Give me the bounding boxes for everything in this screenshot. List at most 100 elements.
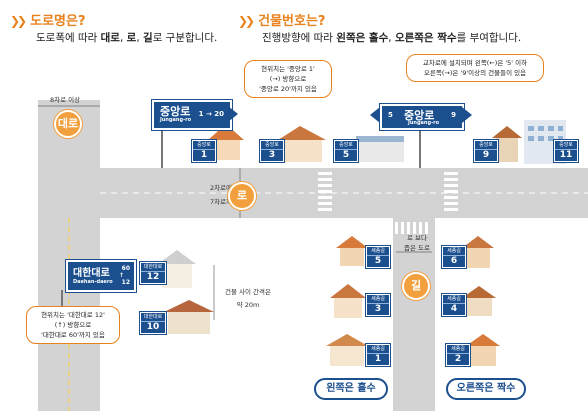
section-right-title: 건물번호는?	[258, 14, 326, 29]
section-left-title: 도로명은?	[30, 14, 86, 29]
plate-road: 중앙로	[555, 141, 577, 150]
desc-text: 로 구분합니다.	[152, 32, 218, 44]
desc-text: 도로폭에 따라	[36, 32, 101, 44]
sign-top-num: 60	[121, 265, 130, 272]
plate-road: 세종길	[443, 247, 465, 256]
label-less-than-ro: 로 보다 좁은 도로	[402, 232, 432, 252]
desc-text: ,	[388, 32, 395, 44]
house-saejong-6	[462, 236, 494, 268]
double-chevron-icon: ❯❯	[238, 14, 255, 28]
plate-num: 2	[454, 354, 462, 364]
sign-name: 중앙로	[404, 109, 435, 122]
plate-num: 11	[559, 150, 573, 160]
bubble-line: 현위치는 '중앙로 1'	[261, 65, 315, 73]
label-left-odd: 왼쪽은 홀수	[314, 378, 388, 400]
plate-road: 대한대로	[141, 313, 165, 322]
crosswalk-2	[444, 172, 458, 211]
section-left-title-wrap: ❯❯도로명은?	[10, 10, 86, 29]
label-line: 약 20m	[236, 301, 260, 309]
sign-daehan: 대한대로 Daehan-daero 60 ↑ 12	[66, 260, 136, 292]
plate-road: 대한대로	[141, 263, 165, 272]
house-saejong-1	[326, 334, 368, 366]
plate-saejong-2: 세종길 2	[446, 344, 470, 366]
sign-jungang-center: 5 중앙로 Jungang-ro 9	[380, 104, 464, 130]
plate-jungang-11: 중앙로 11	[554, 140, 578, 162]
label-two-to-seven: 2차로에서 7차로까지	[186, 182, 238, 206]
sign-name: 대한대로	[73, 268, 110, 279]
plate-saejong-4: 세종길 4	[442, 294, 466, 316]
road-type-daero: 대로	[54, 110, 82, 138]
bubble-bottom-left: 현위치는 '대한대로 12' (↑) 방향으로 '대한대로 60'까지 있음	[26, 306, 120, 344]
plate-num: 5	[374, 256, 382, 266]
house-jungang-5	[356, 136, 404, 162]
plate-num: 3	[268, 150, 276, 160]
bubble-top-right: 교차로에 설치되며 왼쪽(←)은 '5' 이하 오른쪽(→)은 '9'이상의 건…	[406, 54, 544, 82]
plate-saejong-6: 세종길 6	[442, 246, 466, 268]
sign-range: 1 → 20	[198, 110, 224, 118]
desc-daero: 대로	[100, 32, 120, 44]
bubble-line: 현위치는 '대한대로 12'	[41, 311, 105, 319]
desc-text: ,	[136, 32, 144, 44]
arrow-left-icon	[370, 107, 380, 123]
plate-road: 세종길	[443, 295, 465, 304]
gil-road	[393, 218, 435, 411]
bubble-line: '중앙로 20'까지 있음	[259, 85, 317, 93]
plate-road: 세종길	[367, 247, 389, 256]
bubble-top-left: 현위치는 '중앙로 1' (→) 방향으로 '중앙로 20'까지 있음	[244, 60, 332, 98]
section-right-title-wrap: ❯❯건물번호는?	[238, 10, 325, 29]
plate-num: 6	[450, 256, 458, 266]
label-spacing: 건물 사이 간격은 약 20m	[220, 286, 276, 309]
label-line: 로 보다	[406, 234, 427, 242]
plate-road: 중앙로	[335, 141, 357, 150]
label-right-even: 오른쪽은 짝수	[446, 378, 526, 400]
house-saejong-2	[466, 334, 500, 366]
sign-roman: Jungang-ro	[408, 120, 440, 126]
section-right-desc: 진행방향에 따라 왼쪽은 홀수, 오른쪽은 짝수를 부여합니다.	[262, 30, 521, 45]
arrow-right-icon	[462, 107, 472, 123]
double-chevron-icon: ❯❯	[10, 14, 27, 28]
house-saejong-3	[330, 284, 366, 318]
sign-jungang-left: 중앙로 Jungang-ro 1 → 20	[152, 100, 232, 130]
crosswalk-1	[318, 172, 332, 211]
sign-roman: Daehan-daero	[73, 279, 113, 285]
plate-daehan-12: 대한대로 12	[140, 262, 166, 284]
plate-num: 1	[374, 354, 382, 364]
plate-daehan-10: 대한대로 10	[140, 312, 166, 334]
plate-jungang-3: 중앙로 3	[260, 140, 284, 162]
bubble-line: 교차로에 설치되며 왼쪽(←)은 '5' 이하	[422, 59, 528, 67]
plate-road: 중앙로	[475, 141, 497, 150]
plate-road: 세종길	[447, 345, 469, 354]
road-type-gil: 길	[402, 272, 430, 300]
desc-ro: 로	[126, 32, 137, 44]
plate-num: 9	[482, 150, 490, 160]
house-jungang-1	[208, 124, 244, 160]
plate-saejong-5: 세종길 5	[366, 246, 390, 268]
label-eight-lanes: 8차로 이상	[50, 96, 81, 104]
crosswalk-3	[395, 222, 428, 234]
desc-even: 오른쪽은 짝수	[394, 32, 457, 44]
bubble-line: 오른쪽(→)은 '9'이상의 건물들이 있음	[423, 69, 527, 77]
bubble-line: (→) 방향으로	[269, 75, 307, 83]
label-line: 2차로에서	[209, 184, 238, 192]
arrow-right-icon	[228, 106, 238, 122]
desc-odd: 왼쪽은 홀수	[336, 32, 389, 44]
arrow-up-icon: ↑	[118, 272, 124, 279]
house-jungang-9	[492, 126, 522, 162]
house-jungang-3	[278, 126, 326, 162]
plate-jungang-5: 중앙로 5	[334, 140, 358, 162]
section-left-desc: 도로폭에 따라 대로, 로, 길로 구분합니다.	[36, 30, 217, 45]
plate-road: 세종길	[367, 345, 389, 354]
desc-gil: 길	[143, 32, 153, 44]
house-saejong-5	[336, 236, 368, 266]
house-saejong-4	[462, 286, 496, 316]
plate-jungang-9: 중앙로 9	[474, 140, 498, 162]
house-daehan-12	[158, 250, 196, 288]
plate-num: 3	[374, 304, 382, 314]
desc-text: 를 부여합니다.	[456, 32, 522, 44]
bubble-line: '대한대로 60'까지 있음	[41, 331, 105, 339]
sign-roman: Jungang-ro	[160, 117, 192, 123]
plate-num: 4	[450, 304, 458, 314]
plate-num: 1	[200, 150, 208, 160]
desc-text: ,	[119, 32, 127, 44]
